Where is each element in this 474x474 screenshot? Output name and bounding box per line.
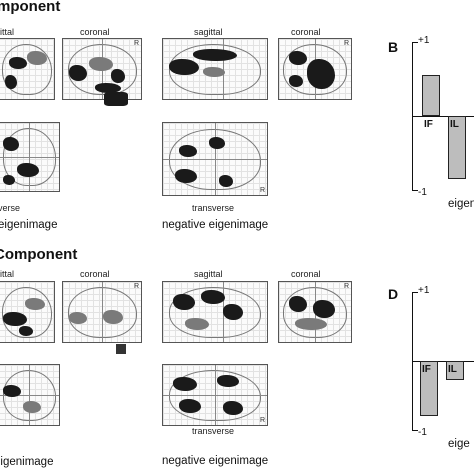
y-tick-top-d [412, 292, 418, 293]
brain-transverse-bottom-negative: R [162, 364, 268, 426]
view-label-sagittal-bottom-left: ittal [0, 269, 15, 279]
x-label-partial-b: eigen [448, 198, 474, 210]
brain-transverse-top-negative: R [162, 122, 268, 196]
brain-coronal-top-positive: R [62, 38, 142, 100]
category-label-il-d: IL [448, 364, 457, 375]
category-label-if-d: IF [422, 364, 431, 375]
bar-il-b [448, 116, 466, 179]
brain-transverse-top-positive [0, 122, 60, 192]
caption-transverse-bottom-right: transverse [192, 426, 235, 436]
brain-coronal-top-negative: R [278, 38, 352, 100]
bar-chart-b: +1 -1 IF IL eigen [400, 30, 474, 210]
brain-coronal-bottom-negative: R [278, 281, 352, 343]
bar-chart-d: +1 -1 IF IL eige [400, 280, 474, 452]
panel-letter-d: D [388, 286, 399, 302]
y-tick-label-minus1-d: -1 [418, 427, 427, 438]
zero-line-d [412, 361, 474, 362]
view-label-coronal-bottom-left: coronal [80, 269, 110, 279]
view-label-coronal-top-right: coronal [291, 27, 321, 37]
brain-brainstem-bottom-positive [116, 344, 126, 354]
y-tick-bottom-d [412, 430, 418, 431]
brain-coronal-bottom-positive: R [62, 281, 142, 343]
panel-letter-b: B [388, 39, 399, 55]
brain-brainstem-top-positive [104, 92, 128, 106]
component-heading-bottom: Component [0, 246, 78, 263]
y-tick-top-b [412, 42, 418, 43]
caption-positive-eigenimage-top: eigenimage [0, 219, 58, 231]
category-label-il-b: IL [450, 119, 459, 130]
brain-sagittal-bottom-negative [162, 281, 268, 343]
x-label-partial-d: eige [448, 438, 470, 450]
view-label-coronal-top-left: coronal [80, 27, 110, 37]
view-label-coronal-bottom-right: coronal [291, 269, 321, 279]
caption-negative-eigenimage-bottom: negative eigenimage [162, 455, 269, 467]
y-tick-label-plus1-b: +1 [418, 35, 430, 46]
y-tick-label-plus1-d: +1 [418, 285, 430, 296]
caption-positive-eigenimage-bottom: eigenimage [0, 456, 54, 468]
brain-sagittal-top-negative [162, 38, 268, 100]
brain-transverse-bottom-positive [0, 364, 60, 426]
caption-transverse-top-left: verse [0, 203, 21, 213]
view-label-sagittal-top-left: ittal [0, 27, 15, 37]
bar-if-b [422, 75, 440, 116]
bar-il-d [446, 361, 464, 381]
caption-negative-eigenimage-top: negative eigenimage [162, 219, 269, 231]
component-heading-top: mponent [0, 0, 61, 15]
zero-line-b [412, 116, 474, 117]
y-tick-bottom-b [412, 190, 418, 191]
y-tick-label-minus1-b: -1 [418, 187, 427, 198]
view-label-sagittal-top-right: sagittal [194, 27, 223, 37]
brain-sagittal-bottom-positive [0, 281, 55, 343]
view-label-sagittal-bottom-right: sagittal [194, 269, 223, 279]
category-label-if-b: IF [424, 119, 433, 130]
caption-transverse-top-right: transverse [192, 203, 235, 213]
bar-if-d [420, 361, 438, 417]
brain-sagittal-top-positive [0, 38, 55, 100]
